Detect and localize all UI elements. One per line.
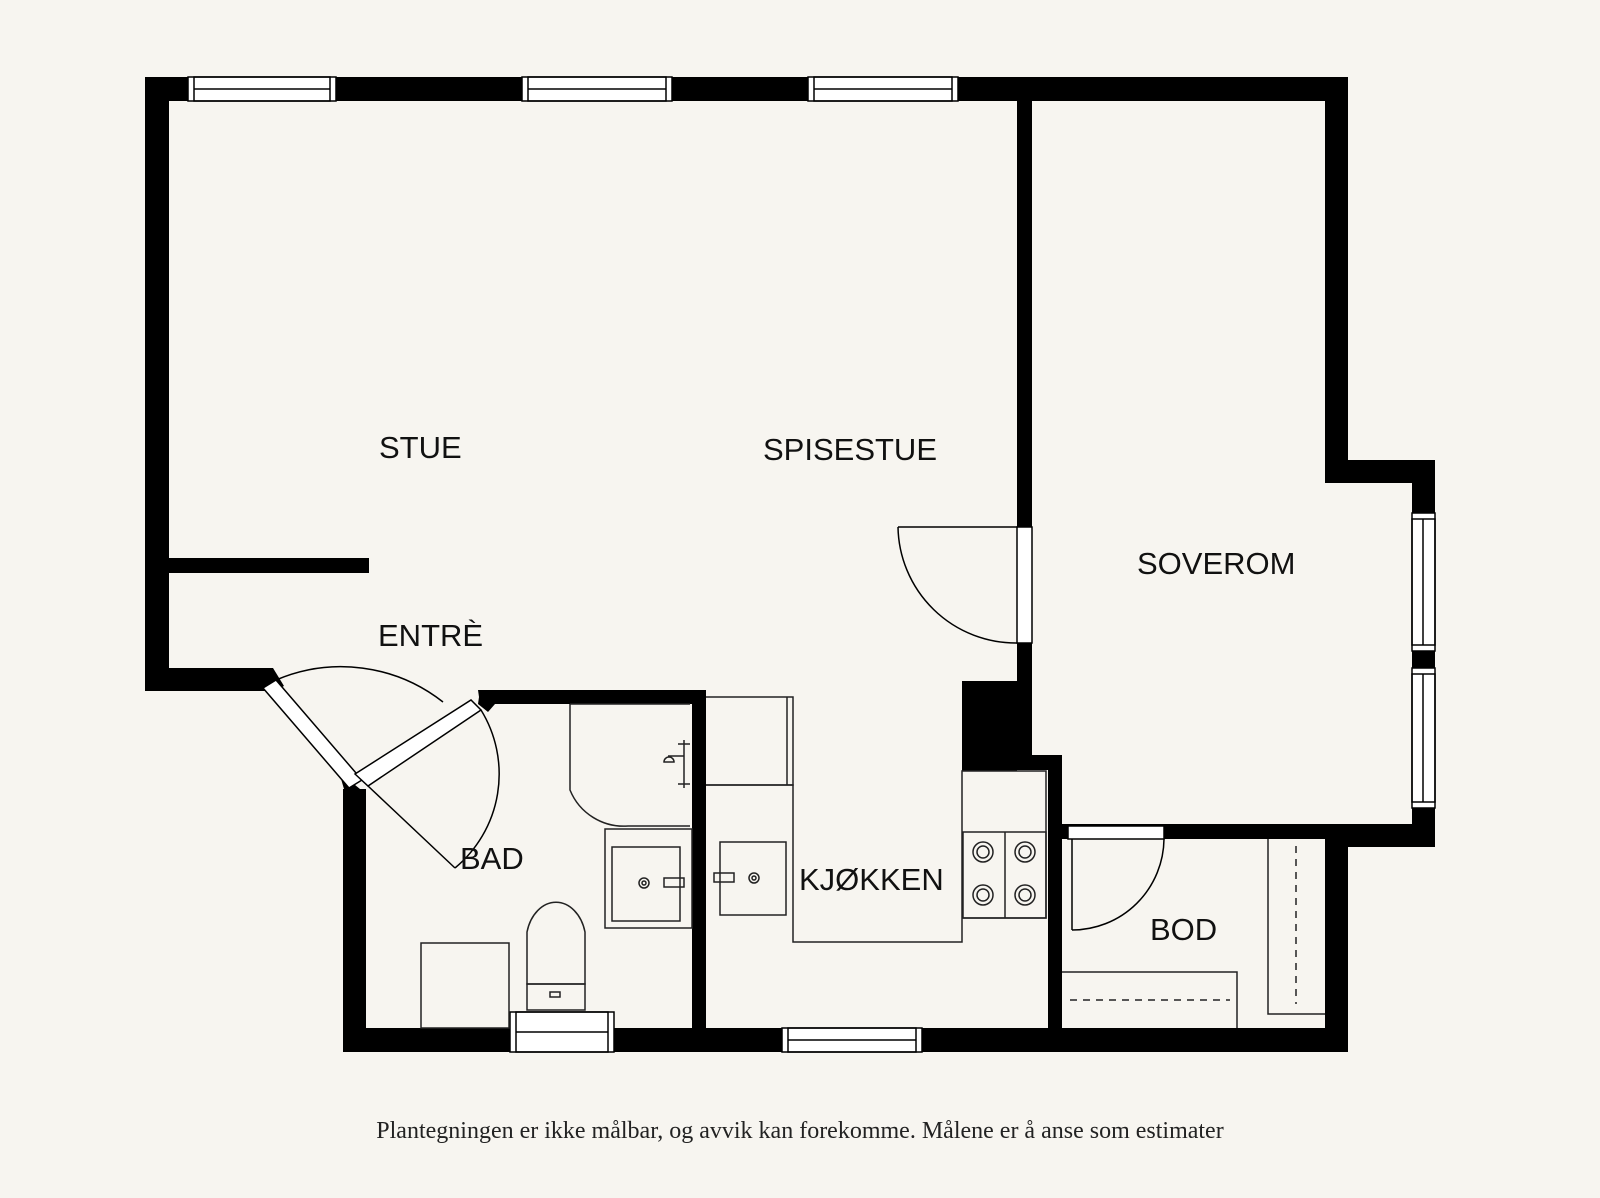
room-label-bad: BAD <box>460 841 524 876</box>
wall-bad-top <box>478 690 706 712</box>
window-right-1 <box>1411 512 1436 652</box>
wall-top <box>145 77 1348 101</box>
wall-entry-stub <box>169 558 369 573</box>
disclaimer-text: Plantegningen er ikke målbar, og avvik k… <box>376 1118 1224 1144</box>
room-label-kjokken: KJØKKEN <box>799 862 944 897</box>
wall-central <box>1017 101 1032 527</box>
wall-bad-left <box>343 789 366 1052</box>
fixtures <box>420 696 1325 1029</box>
window-bottom-kitchen <box>781 1027 923 1053</box>
toilet <box>526 901 586 1011</box>
wall-bad-right <box>692 690 706 1052</box>
bad-sink <box>604 828 693 929</box>
room-labels: STUE SPISESTUE SOVEROM ENTRÈ BAD KJØKKEN… <box>378 430 1295 947</box>
room-label-stue: STUE <box>379 430 462 465</box>
window-top-1 <box>187 76 337 102</box>
wall-right-upper <box>1325 77 1348 483</box>
wall-left <box>145 77 169 691</box>
doors <box>261 526 1165 931</box>
kitchen-pillar <box>962 681 1017 771</box>
stove <box>962 831 1047 919</box>
wall-bod-left <box>1048 755 1062 1052</box>
wall-bay-top <box>1325 460 1435 483</box>
room-label-soverom: SOVEROM <box>1137 546 1295 581</box>
wall-left-lower <box>145 668 273 691</box>
door-frame-central <box>1016 526 1033 644</box>
window-top-3 <box>807 76 959 102</box>
bad-door <box>353 699 500 869</box>
bod-shelving <box>1062 839 1325 1028</box>
room-label-entre: ENTRÈ <box>378 618 483 653</box>
washing-machine <box>420 942 510 1029</box>
room-label-spisestue: SPISESTUE <box>763 432 937 467</box>
windows <box>187 76 1436 1053</box>
wall-right-lower <box>1325 824 1348 1052</box>
wall-kitchen-bod <box>1017 755 1062 770</box>
shower <box>569 703 690 827</box>
walls <box>145 77 1435 1052</box>
window-top-2 <box>521 76 673 102</box>
window-bottom-bad <box>509 1011 615 1053</box>
bod-door <box>1067 825 1165 931</box>
wall-central-lower <box>1017 643 1032 755</box>
soverom-door <box>897 526 1018 644</box>
window-right-2 <box>1411 667 1436 809</box>
entrance-door <box>261 665 444 789</box>
wall-bay-bottom <box>1325 824 1435 847</box>
room-label-bod: BOD <box>1150 912 1217 947</box>
